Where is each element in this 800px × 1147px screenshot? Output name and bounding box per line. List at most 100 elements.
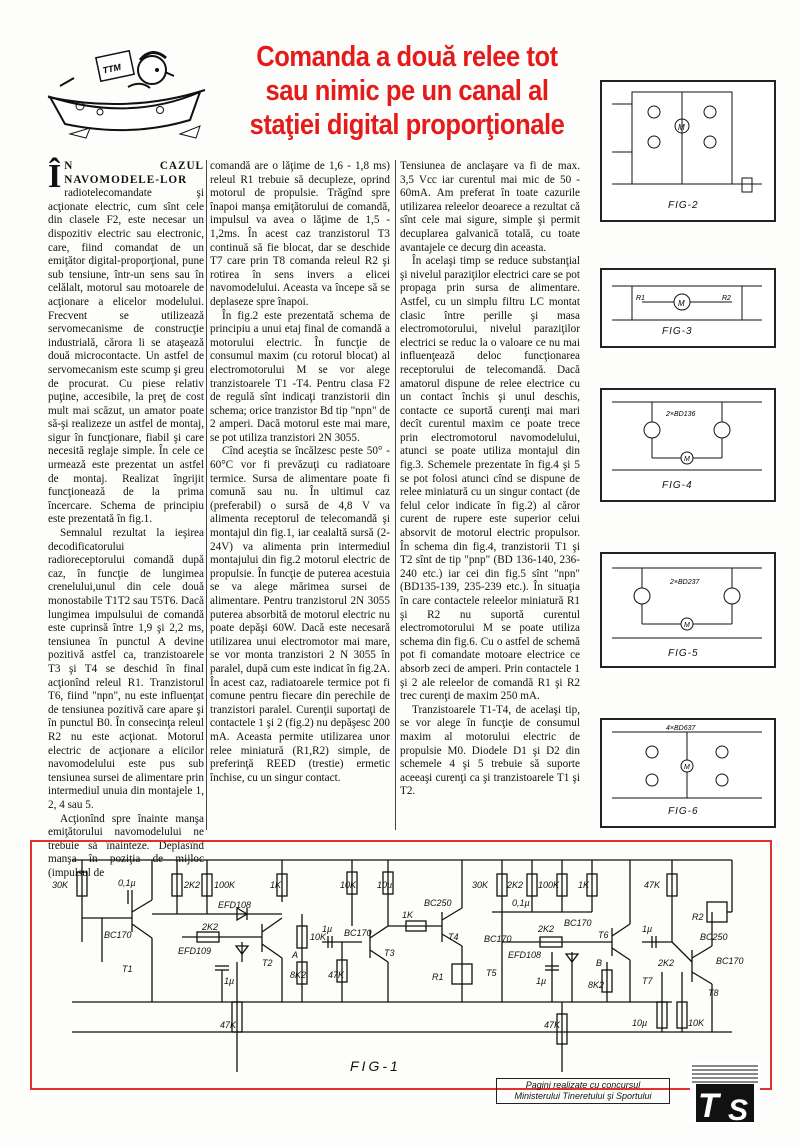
fig1-label: 2K2: [506, 880, 523, 890]
fig1-label: 1K: [270, 880, 282, 890]
fig1-label: 1µ: [224, 976, 234, 986]
figure-4-schematic: M 2×BD136: [612, 401, 762, 471]
fig1-label: BC170: [104, 930, 132, 940]
figure-5-label: FIG-5: [668, 648, 699, 659]
figure-4-part-label: 2×BD136: [665, 411, 695, 418]
text-column-1: Î N CAZUL NAVOMODELE-LOR radiotelecomand…: [48, 160, 204, 880]
lead-text: N CAZUL NAVOMODELE-LOR: [64, 160, 204, 186]
svg-text:M: M: [684, 622, 690, 629]
column-divider: [206, 160, 207, 830]
cartoon-magazine-text: TTM: [102, 62, 123, 76]
paragraph: Cînd aceştia se încălzesc peste 50° - 60…: [210, 445, 390, 784]
paragraph: radiotelecomandate şi acţionate electric…: [48, 187, 204, 526]
fig1-label: T1: [122, 964, 133, 974]
cartoon-illustration: TTM: [47, 49, 206, 139]
fig1-label: 1K: [402, 910, 414, 920]
svg-text:R1: R1: [636, 295, 645, 302]
fig1-label: R1: [432, 972, 444, 982]
fig1-label: EFD108: [218, 900, 251, 910]
svg-text:M: M: [678, 299, 685, 308]
figure-5-schematic: M 2×BD237: [612, 567, 762, 639]
sponsor-line-2: Ministerului Tineretului şi Sportului: [514, 1091, 652, 1101]
fig1-label: BC170: [484, 934, 512, 944]
fig1-label: BC170: [564, 918, 592, 928]
fig1-label: T3: [384, 948, 395, 958]
fig1-label: 1µ: [642, 924, 652, 934]
fig1-label: 1µ: [536, 976, 546, 986]
fig1-label: 10K: [340, 880, 357, 890]
fig1-label: 100K: [214, 880, 236, 890]
column-divider: [395, 160, 396, 830]
paragraph: Acţionînd spre înainte manşa emiţătorulu…: [48, 812, 204, 879]
logo-letter-t: T: [698, 1087, 722, 1124]
figure-6: M 4×BD637 FIG-6: [600, 718, 776, 828]
fig1-label: 47K: [644, 880, 661, 890]
figure-3-schematic: M R1 R2: [612, 285, 762, 321]
fig1-label: 2K2: [657, 958, 674, 968]
paragraph: Semnalul rezultat la ieşirea decodificat…: [48, 527, 204, 811]
fig1-label: 8K2: [290, 970, 306, 980]
fig1-label: BC170: [344, 928, 372, 938]
fig1-label: T7: [642, 976, 653, 986]
fig1-label: 47K: [544, 1020, 561, 1030]
paragraph: Tranzistoarele T1-T4, de acelaşi tip, se…: [400, 703, 580, 798]
fig1-label: T5: [486, 968, 497, 978]
fig1-label: 30K: [472, 880, 489, 890]
figure-2: M FIG-2: [600, 80, 776, 222]
fig1-label: BC250: [424, 898, 452, 908]
figure-1-label: FIG-1: [350, 1058, 401, 1074]
svg-text:M: M: [684, 456, 690, 463]
fig1-label: 2K2: [183, 880, 200, 890]
fig1-label: R2: [692, 912, 704, 922]
ts-logo: T S: [690, 1062, 760, 1124]
paragraph: Tensiunea de anclaşare va fi de max. 3,5…: [400, 160, 580, 254]
fig1-label: 10K: [688, 1018, 705, 1028]
figure-1: 30K 0,1µ 2K2 100K 1K EFD108 2K2 EFD109 B…: [30, 840, 772, 1090]
figure-1-schematic: 30K 0,1µ 2K2 100K 1K EFD108 2K2 EFD109 B…: [52, 859, 744, 1072]
fig1-label: T2: [262, 958, 273, 968]
figure-6-part-label: 4×BD637: [666, 725, 696, 732]
figure-4-label: FIG-4: [662, 480, 693, 491]
figure-3-label: FIG-3: [662, 326, 693, 337]
svg-text:M: M: [684, 764, 690, 771]
svg-text:M: M: [678, 123, 685, 132]
fig1-label: T6: [598, 930, 609, 940]
figure-3: M R1 R2 FIG-3: [600, 268, 776, 348]
text-column-2: comandă are o lăţime de 1,6 - 1,8 ms) re…: [210, 160, 390, 785]
fig1-label: EFD108: [508, 950, 541, 960]
text-column-3: Tensiunea de anclaşare va fi de max. 3,5…: [400, 160, 580, 799]
sponsor-line-1: Pagini realizate cu concursul: [525, 1080, 641, 1090]
figure-6-label: FIG-6: [668, 806, 699, 817]
figure-2-schematic: M: [612, 91, 762, 193]
paragraph: În fig.2 este prezentată schema de princ…: [210, 309, 390, 444]
fig1-label: T8: [708, 988, 719, 998]
drop-cap: Î: [48, 158, 62, 195]
paragraph: În acelaşi timp se reduce substanţial şi…: [400, 255, 580, 703]
fig1-label: 0,1µ: [512, 898, 530, 908]
fig1-label: 30K: [52, 880, 69, 890]
figure-5: M 2×BD237 FIG-5: [600, 552, 776, 668]
fig1-label: T4: [448, 932, 459, 942]
fig1-label: 100K: [538, 880, 560, 890]
fig1-label: B: [596, 958, 602, 968]
paragraph: comandă are o lăţime de 1,6 - 1,8 ms) re…: [210, 160, 390, 308]
fig1-label: A: [291, 950, 298, 960]
fig1-label: BC170: [716, 956, 744, 966]
fig1-label: 47K: [328, 970, 345, 980]
logo-letter-s: S: [728, 1094, 748, 1124]
fig1-label: 10µ: [377, 880, 392, 890]
fig1-label: 10µ: [632, 1018, 647, 1028]
svg-text:R2: R2: [722, 295, 731, 302]
fig1-label: BC250: [700, 932, 728, 942]
fig1-label: 0,1µ: [118, 878, 136, 888]
fig1-label: 47K: [220, 1020, 237, 1030]
fig1-label: EFD109: [178, 946, 211, 956]
figure-6-schematic: M 4×BD637: [612, 725, 762, 799]
sponsor-note: Pagini realizate cu concursul Ministerul…: [496, 1078, 670, 1104]
fig1-label: 2K2: [537, 924, 554, 934]
article-title: Comanda a două relee tot sau nimic pe un…: [249, 41, 565, 141]
figure-2-label: FIG-2: [668, 200, 699, 211]
fig1-label: 1µ: [322, 924, 332, 934]
fig1-label: 8K2: [588, 980, 604, 990]
